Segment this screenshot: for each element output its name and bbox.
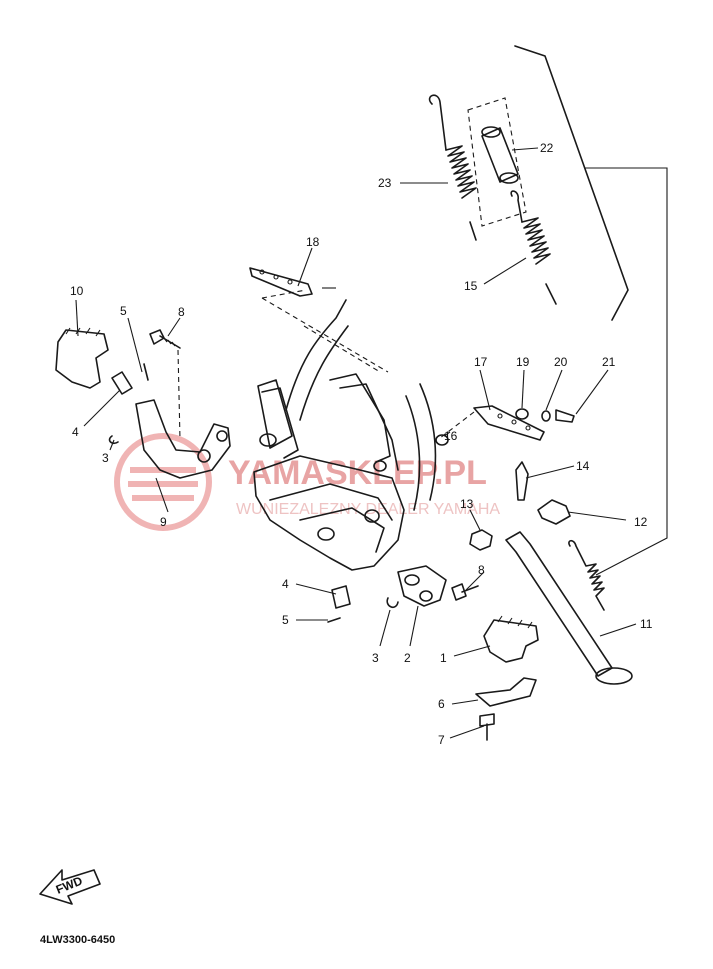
- diagram-code: 4LW3300-6450: [40, 934, 115, 946]
- fwd-label: FWD: [54, 873, 85, 896]
- callout-3-lower: 3: [372, 651, 379, 665]
- callout-23: 23: [378, 176, 392, 190]
- callout-13: 13: [460, 497, 474, 511]
- part-13-nut: [469, 529, 493, 551]
- callout-12: 12: [634, 515, 648, 529]
- part-23-spring: [428, 94, 477, 241]
- part-19-nut: [515, 408, 575, 423]
- part-15-spring: [510, 190, 557, 305]
- part-4-pin: [108, 363, 149, 445]
- part-8-bolt: [149, 329, 181, 349]
- part-14-clip: [515, 461, 529, 501]
- callout-17: 17: [474, 355, 488, 369]
- part-9-brace: [135, 349, 231, 479]
- part-7-bolt: [479, 713, 495, 741]
- watermark: YAMASKLEP.PL WUNIEZALEZNY DEALER YAMAHA: [114, 433, 500, 531]
- callout-1: 1: [440, 651, 447, 665]
- callout-4-lower: 4: [282, 577, 289, 591]
- callout-6: 6: [438, 697, 445, 711]
- part-11-sidestand: [505, 531, 633, 685]
- callout-8: 8: [178, 305, 185, 319]
- watermark-logo-icon: [114, 433, 212, 531]
- fwd-arrow: FWD: [39, 869, 101, 905]
- leader-lines: [75, 147, 637, 739]
- callout-11: 11: [640, 617, 653, 631]
- callout-19: 19: [516, 355, 530, 369]
- part-1-footrest: [483, 615, 539, 663]
- part-4-pin-2: [327, 585, 399, 623]
- callout-3: 3: [102, 451, 109, 465]
- callout-5-lower: 5: [282, 613, 289, 627]
- part-18-plate: [249, 267, 336, 297]
- part-8-bolt-2: [451, 583, 479, 601]
- callout-18: 18: [306, 235, 320, 249]
- part-22-collar: [467, 97, 527, 227]
- callout-14: 14: [576, 459, 590, 473]
- callout-8-lower: 8: [478, 563, 485, 577]
- part-2-bracket: [397, 565, 447, 607]
- group-bracket: [514, 45, 668, 576]
- callout-9: 9: [160, 515, 167, 529]
- callout-10: 10: [70, 284, 84, 298]
- callout-21: 21: [602, 355, 616, 369]
- callout-5: 5: [120, 304, 127, 318]
- part-10-footrest: [55, 327, 109, 389]
- watermark-tagline: WUNIEZALEZNY DEALER YAMAHA: [236, 501, 500, 518]
- fwd-arrow-icon: [39, 869, 101, 905]
- watermark-logo-icon: [128, 467, 198, 501]
- part-16-washer: [435, 434, 449, 446]
- callout-4: 4: [72, 425, 79, 439]
- callout-22: 22: [540, 141, 554, 155]
- callout-2: 2: [404, 651, 411, 665]
- watermark-brand: YAMASKLEP.PL: [228, 454, 487, 492]
- frame: [253, 289, 437, 571]
- callout-15: 15: [464, 279, 478, 293]
- callout-20: 20: [554, 355, 568, 369]
- callouts: 10 5 8 4 3 9 18 23 22 15 17 19 20 21 16 …: [70, 141, 653, 747]
- part-12-bolt: [537, 499, 571, 525]
- callout-7: 7: [438, 733, 445, 747]
- callout-16: 16: [444, 429, 458, 443]
- part-6-plate: [475, 677, 537, 707]
